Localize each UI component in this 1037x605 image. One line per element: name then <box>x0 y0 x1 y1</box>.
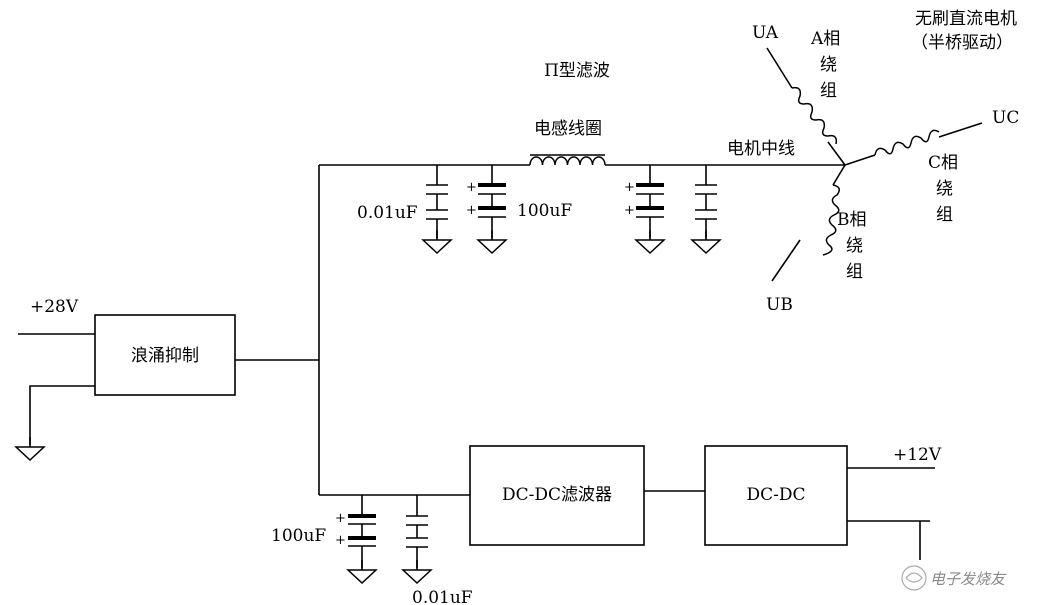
inductor-label: 电感线圈 <box>534 119 602 139</box>
a-phase-label-3: 组 <box>820 81 837 101</box>
dc-dc-label: DC-DC <box>746 485 805 505</box>
inductor-coil <box>529 154 606 166</box>
dc-dc-filter-block <box>469 445 645 546</box>
pi-filter-title: Π型滤波 <box>544 61 610 81</box>
c-phase-label-3: 组 <box>936 205 953 225</box>
cap-big-top-label: 100uF <box>517 201 572 221</box>
plus-sign: + <box>335 533 346 548</box>
plus-sign: + <box>466 180 477 195</box>
neutral-label: 电机中线 <box>727 139 795 159</box>
dc-filter-label: DC-DC滤波器 <box>502 485 612 505</box>
plus-sign: + <box>624 180 635 195</box>
capacitor-100uF-left <box>477 165 507 254</box>
a-phase-label-2: 绕 <box>820 55 837 75</box>
supply-out-label: +12V <box>893 445 942 465</box>
plus-sign: + <box>335 511 346 526</box>
capacitor-100uF-right <box>635 165 665 254</box>
motor-subtitle: （半桥驱动） <box>911 33 1013 53</box>
surge-block-label: 浪涌抑制 <box>131 346 199 366</box>
output-wiring <box>847 467 935 560</box>
c-phase-label-1: C相 <box>928 153 958 173</box>
capacitor-0.01uF-bottom <box>402 495 432 584</box>
capacitor-0.01uF-left <box>422 165 452 254</box>
b-phase-label-2: 绕 <box>846 236 863 256</box>
c-phase-label-2: 绕 <box>936 179 953 199</box>
ub-label: UB <box>766 295 793 315</box>
ua-label: UA <box>752 23 779 43</box>
surge-suppression-block <box>94 314 236 396</box>
plus-sign: + <box>624 203 635 218</box>
watermark-text: 电子发烧友 <box>930 570 1007 588</box>
cap-big-bottom-label: 100uF <box>271 526 326 546</box>
motor-windings <box>766 47 983 282</box>
plus-sign: + <box>466 203 477 218</box>
a-phase-label-1: A相 <box>810 29 840 49</box>
main-bus <box>235 164 845 496</box>
supply-in-label: +28V <box>30 297 79 317</box>
capacitor-0.01uF-right <box>691 165 721 254</box>
b-phase-label-1: B相 <box>837 210 867 230</box>
watermark-logo: 电子发烧友 <box>901 565 1007 591</box>
dc-dc-block <box>704 445 848 546</box>
capacitor-100uF-bottom <box>347 495 377 584</box>
motor-title: 无刷直流电机 <box>915 9 1017 29</box>
cap-small-top-label: 0.01uF <box>357 203 418 223</box>
uc-label: UC <box>992 108 1019 128</box>
cap-small-bottom-label: 0.01uF <box>412 588 473 605</box>
b-phase-label-3: 组 <box>846 262 863 282</box>
input-wiring <box>15 333 95 461</box>
